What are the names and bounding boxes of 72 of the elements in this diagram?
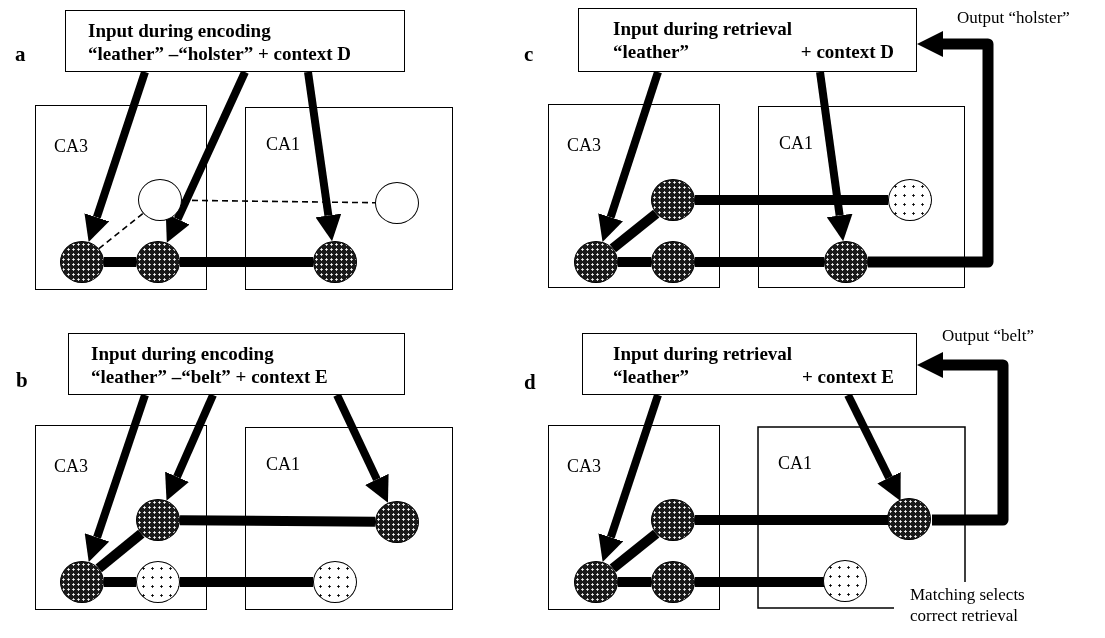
arrow bbox=[868, 31, 994, 268]
connection-line bbox=[104, 257, 136, 267]
region-label: CA1 bbox=[779, 133, 813, 154]
box-text: + context D bbox=[800, 40, 894, 63]
output-label: Output “belt” bbox=[942, 326, 1035, 346]
region-box bbox=[245, 427, 453, 610]
box-text: “leather” –“holster” + context D bbox=[88, 42, 353, 65]
arrow bbox=[84, 393, 149, 562]
connection-line bbox=[180, 257, 313, 267]
box-text: “leather” –“belt” + context E bbox=[91, 365, 329, 388]
stippled-circle bbox=[59, 560, 104, 603]
connection-line bbox=[695, 515, 888, 525]
connection-line bbox=[618, 577, 651, 587]
stippled-circle bbox=[650, 178, 695, 221]
output-label: Output “holster” bbox=[957, 8, 1070, 28]
input-box bbox=[65, 10, 405, 72]
dashed-line bbox=[181, 199, 376, 204]
arrow bbox=[844, 393, 901, 501]
dashed-line bbox=[98, 212, 144, 250]
box-heading: Input during retrieval bbox=[613, 342, 793, 365]
stippled-circle bbox=[59, 240, 104, 283]
input-box bbox=[582, 333, 917, 395]
box-heading: Input during retrieval bbox=[613, 17, 793, 40]
region-box bbox=[35, 105, 207, 290]
region-label: CA1 bbox=[266, 454, 300, 475]
arrow bbox=[598, 393, 662, 562]
region-box bbox=[548, 425, 720, 610]
arrow bbox=[84, 70, 149, 242]
connection-line bbox=[695, 577, 824, 587]
arrow bbox=[598, 70, 662, 242]
panel-letter: d bbox=[524, 370, 536, 395]
empty-circle bbox=[137, 178, 182, 221]
connection-line bbox=[104, 577, 136, 587]
box-heading: Input during encoding bbox=[91, 342, 274, 365]
connection-line bbox=[609, 529, 660, 573]
arrow bbox=[333, 393, 389, 503]
stippled-circle bbox=[374, 500, 419, 543]
connection-line bbox=[618, 257, 651, 267]
stippled-circle bbox=[573, 560, 618, 603]
input-box bbox=[578, 8, 917, 72]
panel-letter: a bbox=[15, 42, 26, 67]
region-label: CA1 bbox=[266, 134, 300, 155]
arrow bbox=[816, 71, 853, 242]
region-box bbox=[548, 104, 720, 288]
box-text: “leather” bbox=[613, 365, 689, 388]
box-text: “leather” bbox=[613, 40, 689, 63]
connection-line bbox=[180, 577, 313, 587]
region-label: CA3 bbox=[54, 136, 88, 157]
stippled-circle bbox=[135, 240, 180, 283]
box-text: + context E bbox=[801, 365, 894, 388]
connection-line bbox=[609, 209, 660, 253]
arrow bbox=[917, 352, 1009, 526]
stippled-circle bbox=[886, 497, 931, 540]
region-label: CA3 bbox=[54, 456, 88, 477]
stippled-circle bbox=[135, 498, 180, 541]
arrow bbox=[165, 70, 249, 243]
region-box bbox=[758, 106, 965, 288]
panel-letter: c bbox=[524, 42, 534, 67]
region-label: CA1 bbox=[778, 453, 812, 474]
arrow bbox=[304, 71, 342, 242]
region-box bbox=[245, 107, 453, 290]
panel-letter: b bbox=[16, 368, 28, 393]
stippled-circle bbox=[650, 498, 695, 541]
input-box bbox=[68, 333, 405, 395]
stippled-circle bbox=[573, 240, 618, 283]
connection-line bbox=[695, 195, 888, 205]
region-label: CA3 bbox=[567, 135, 601, 156]
region-box bbox=[35, 425, 207, 610]
box-heading: Input during encoding bbox=[88, 19, 271, 42]
region-label: CA3 bbox=[567, 456, 601, 477]
connection-line bbox=[179, 515, 376, 527]
connection-line bbox=[695, 257, 824, 267]
